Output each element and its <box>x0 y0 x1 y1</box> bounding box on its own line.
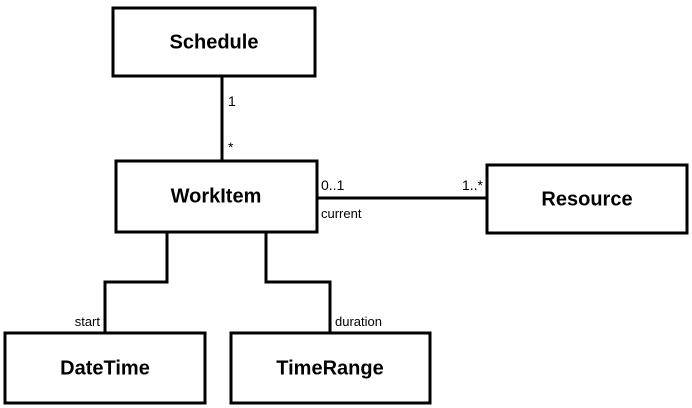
role-label-duration: duration <box>335 314 382 329</box>
class-box-workitem[interactable]: WorkItem <box>114 159 319 234</box>
class-box-resource[interactable]: Resource <box>485 163 689 235</box>
multiplicity-label-schedule-end: 1 <box>228 93 236 109</box>
role-label-current: current <box>321 206 362 221</box>
class-box-timerange-rect <box>229 331 432 405</box>
class-box-schedule[interactable]: Schedule <box>111 6 317 78</box>
role-label-start: start <box>75 314 101 329</box>
association-line-workitem-timerange <box>264 230 332 335</box>
class-box-datetime-rect <box>3 331 207 405</box>
class-name-resource: Resource <box>541 188 632 210</box>
class-box-timerange[interactable]: TimeRange <box>229 331 432 405</box>
class-name-datetime: DateTime <box>60 357 150 379</box>
class-box-resource-rect <box>485 163 689 235</box>
class-name-workitem: WorkItem <box>171 185 262 207</box>
multiplicity-label-workitem-resource-target: 1..* <box>462 177 484 193</box>
class-name-schedule: Schedule <box>170 31 259 53</box>
class-box-datetime[interactable]: DateTime <box>3 331 207 405</box>
class-box-schedule-rect <box>111 6 317 78</box>
class-box-workitem-rect <box>114 159 319 234</box>
multiplicity-label-workitem-resource-source: 0..1 <box>321 177 345 193</box>
class-name-timerange: TimeRange <box>276 357 383 379</box>
association-line-workitem-datetime <box>103 230 169 335</box>
multiplicity-label-workitem-end: * <box>228 139 234 155</box>
